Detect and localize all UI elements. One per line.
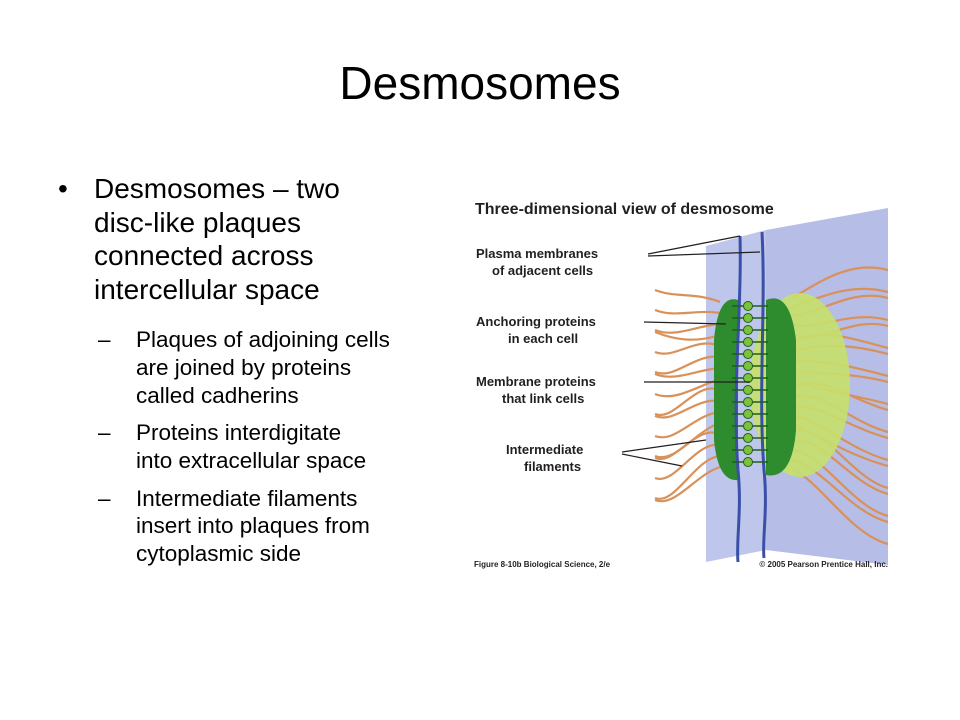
main-bullet-line: Desmosomes – two — [94, 173, 340, 204]
filament-strand — [654, 399, 721, 419]
membrane-protein — [743, 409, 753, 419]
membrane-protein — [743, 337, 753, 347]
membrane-protein — [743, 433, 753, 443]
filament-strand — [654, 431, 721, 461]
figure-caption-right: © 2005 Pearson Prentice Hall, Inc. — [759, 560, 888, 569]
desmosome-diagram: Three-dimensional view of desmosome Plas… — [474, 201, 888, 569]
main-bullet-line: disc-like plaques — [94, 206, 301, 238]
membrane-proteins — [732, 301, 768, 467]
sub-bullet-line: Intermediate filaments — [136, 485, 358, 511]
filament-strand — [654, 288, 721, 304]
filament-strand — [654, 322, 721, 334]
sub-bullet: – Proteins interdigitate into extracellu… — [58, 419, 468, 474]
label-intermediate-filaments: Intermediate filaments — [506, 442, 587, 474]
main-bullet: • Desmosomes – two disc-like plaques con… — [58, 172, 468, 306]
main-bullet-line: connected across — [94, 240, 314, 272]
membrane-line-left — [734, 235, 742, 563]
sub-bullet-line: Proteins interdigitate — [136, 420, 342, 446]
membrane-protein — [743, 301, 753, 311]
filament-strand — [654, 366, 721, 378]
plaque-right — [766, 298, 796, 476]
dash-icon: – — [98, 327, 111, 353]
membrane-protein — [743, 397, 753, 407]
membrane-protein — [743, 421, 753, 431]
membrane-line-right — [760, 231, 767, 559]
membrane-protein — [743, 325, 753, 335]
membrane-protein — [743, 457, 753, 467]
figure-caption-left: Figure 8-10b Biological Science, 2/e — [474, 560, 611, 569]
dash-icon: – — [98, 485, 111, 511]
bullet-dot-icon: • — [58, 173, 68, 204]
filament-strand — [654, 355, 721, 375]
plaque-left — [714, 299, 738, 481]
membrane-protein — [743, 385, 753, 395]
membrane-protein — [743, 313, 753, 323]
sub-bullet: – Intermediate filaments insert into pla… — [58, 485, 468, 568]
main-bullet-line: intercellular space — [94, 273, 320, 305]
membrane-protein — [743, 361, 753, 371]
dash-icon: – — [98, 420, 111, 446]
label-anchoring-proteins: Anchoring proteins in each cell — [476, 314, 600, 346]
figure-heading: Three-dimensional view of desmosome — [475, 201, 774, 218]
sub-bullet-line: are joined by proteins — [136, 355, 352, 381]
filament-strand — [654, 410, 721, 439]
filament-strand — [654, 465, 721, 503]
sub-bullet-line: insert into plaques from — [136, 513, 370, 539]
desmosome-figure: Three-dimensional view of desmosome Plas… — [470, 190, 888, 580]
filament-strand — [791, 266, 888, 299]
leader-lines — [621, 235, 761, 467]
slide-title: Desmosomes — [339, 57, 621, 109]
filament-strand — [654, 443, 721, 480]
filament-strand — [654, 308, 721, 315]
sub-bullet-line: called cadherins — [136, 382, 299, 408]
sub-bullet-line: Plaques of adjoining cells — [136, 327, 390, 353]
sub-bullet-list: – Plaques of adjoining cells are joined … — [58, 326, 468, 567]
membrane-protein — [743, 373, 753, 383]
filament-strand — [654, 330, 721, 341]
membrane-protein — [743, 445, 753, 455]
sub-bullet-line: cytoplasmic side — [136, 541, 302, 567]
sub-bullet-line: into extracellular space — [136, 448, 367, 474]
label-membrane-proteins: Membrane proteins that link cells — [476, 374, 600, 406]
filament-strand — [654, 454, 721, 500]
filament-strand — [654, 342, 721, 355]
membrane-protein — [743, 349, 753, 359]
label-plasma-membranes: Plasma membranes of adjacent cells — [476, 246, 602, 278]
sub-bullet: – Plaques of adjoining cells are joined … — [58, 326, 468, 409]
filament-strand — [654, 387, 721, 417]
bullet-list: • Desmosomes – two disc-like plaques con… — [58, 172, 468, 578]
